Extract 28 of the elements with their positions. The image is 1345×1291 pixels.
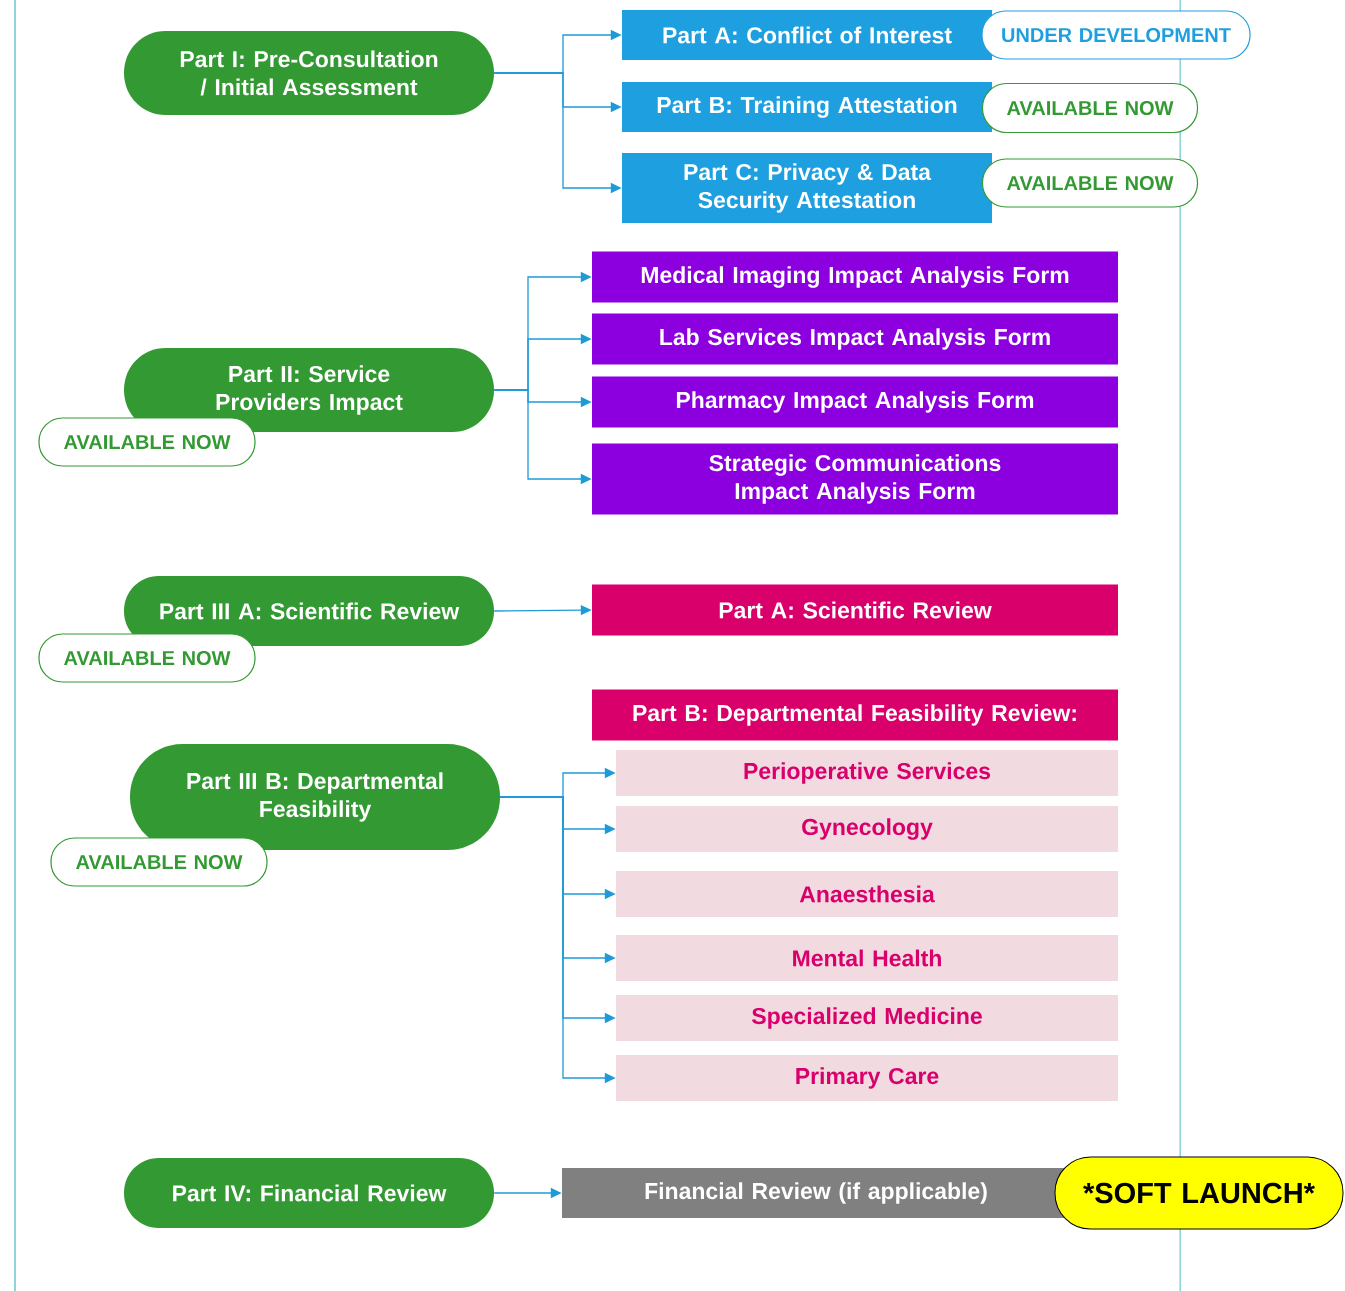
status-badge: AVAILABLE NOW (981, 82, 1199, 134)
stage-pill: Part III A: Scientific Review (124, 576, 494, 646)
department-box: Primary Care (616, 1055, 1118, 1101)
form-box: Pharmacy Impact Analysis Form (592, 376, 1118, 428)
department-box: Mental Health (616, 935, 1118, 981)
stage-pill: Part II: Service Providers Impact (124, 348, 494, 432)
status-badge: AVAILABLE NOW (38, 417, 256, 467)
department-box: Gynecology (616, 806, 1118, 852)
status-badge: AVAILABLE NOW (38, 633, 256, 683)
form-box: Strategic Communications Impact Analysis Form (592, 443, 1118, 515)
form-box: Medical Imaging Impact Analysis Form (592, 251, 1118, 303)
stage-pill: Part I: Pre-Consultation / Initial Assessment (124, 31, 494, 115)
department-box: Specialized Medicine (616, 995, 1118, 1041)
stage-pill: Part IV: Financial Review (124, 1158, 494, 1228)
status-badge: AVAILABLE NOW (50, 837, 268, 887)
review-box: Part A: Scientific Review (592, 584, 1118, 636)
stage-pill: Part III B: Departmental Feasibility (130, 744, 500, 850)
callout-bubble: *SOFT LAUNCH* (1054, 1156, 1344, 1230)
department-box: Anaesthesia (616, 871, 1118, 917)
form-box: Part B: Training Attestation (622, 82, 992, 132)
form-box: Part C: Privacy & Data Security Attestation (622, 153, 992, 223)
status-badge: UNDER DEVELOPMENT (981, 10, 1251, 60)
review-box: Financial Review (if applicable) (562, 1168, 1070, 1218)
review-box: Part B: Departmental Feasibility Review: (592, 689, 1118, 741)
status-badge: AVAILABLE NOW (981, 158, 1199, 208)
form-box: Part A: Conflict of Interest (622, 10, 992, 60)
department-box: Perioperative Services (616, 750, 1118, 796)
form-box: Lab Services Impact Analysis Form (592, 313, 1118, 365)
